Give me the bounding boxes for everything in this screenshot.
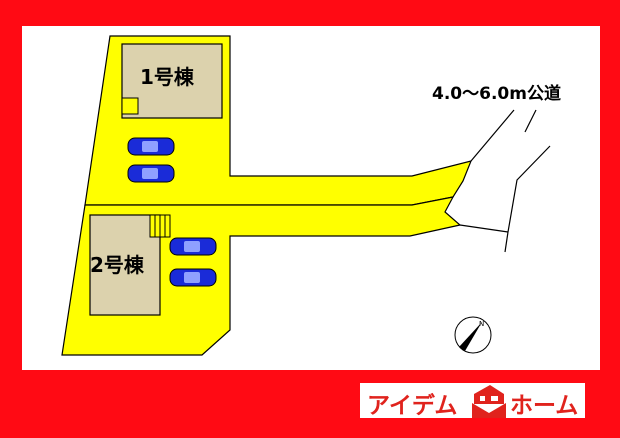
house-logo-icon: [472, 385, 506, 418]
building-2: [89, 214, 161, 316]
road-label: 4.0〜6.0m公道: [432, 83, 561, 104]
building-1-label: 1号棟: [140, 65, 195, 89]
building-2-label: 2号棟: [90, 253, 145, 277]
road-lines: [459, 109, 551, 253]
building-1-porch: [121, 97, 139, 115]
car-icon: [127, 137, 175, 156]
car-icon: [127, 164, 175, 183]
building-1: [121, 43, 223, 119]
logo-text-left: アイデム: [367, 392, 457, 419]
compass-icon: N: [454, 316, 492, 354]
car-icon: [169, 268, 217, 287]
car-icon: [169, 237, 217, 256]
logo-text-right: ホーム: [510, 393, 578, 419]
svg-text:N: N: [479, 320, 484, 328]
